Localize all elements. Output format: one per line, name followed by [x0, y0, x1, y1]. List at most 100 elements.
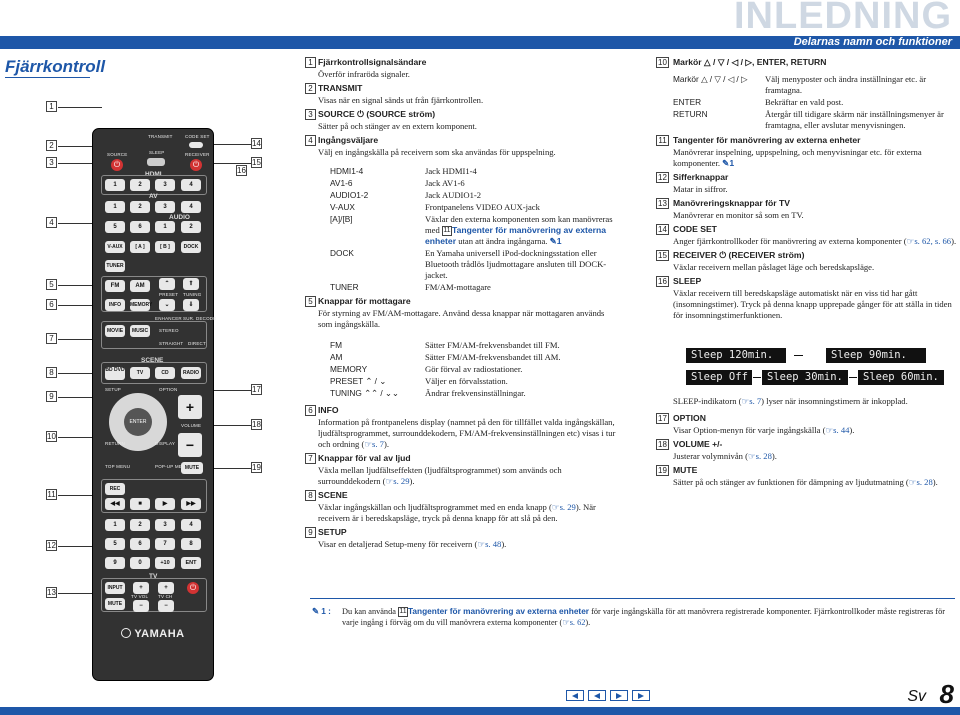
movie-button[interactable]: MOVIE [105, 325, 125, 337]
tuning-up-button[interactable]: ⇑ [183, 278, 199, 290]
scene-tv-button[interactable]: TV [130, 367, 150, 379]
digit-6-button[interactable]: 6 [130, 538, 150, 550]
tv-vol-label: TV VOL [131, 594, 149, 599]
av-6-button[interactable]: 6 [130, 221, 150, 233]
digit-1-button[interactable]: 1 [105, 519, 125, 531]
nav-next-button[interactable] [610, 690, 628, 701]
item-6-title: INFO [318, 405, 339, 416]
transport-button[interactable]: ◀◀ [105, 498, 125, 510]
nav-first-button[interactable] [566, 690, 584, 701]
a-button[interactable]: [ A ] [130, 241, 150, 253]
stop-button[interactable]: ■ [130, 498, 150, 510]
digit-5-button[interactable]: 5 [105, 538, 125, 550]
volume-down-button[interactable]: − [178, 433, 202, 457]
hdmi-4-button[interactable]: 4 [181, 179, 201, 191]
item-11-desc: Manövrerar inspelning, uppspelning, och … [673, 147, 922, 168]
item-15-number: 15 [656, 250, 669, 261]
b-button[interactable]: [ B ] [155, 241, 175, 253]
scene-radio-button[interactable]: RADIO [181, 367, 201, 379]
item-19-ref[interactable]: ☞s. 28 [908, 477, 933, 487]
nav-prev-button[interactable] [588, 690, 606, 701]
fm-button[interactable]: FM [105, 280, 125, 292]
digit-8-button[interactable]: 8 [181, 538, 201, 550]
callout-17: 17 [251, 384, 262, 395]
item-8-desc: Växlar ingångskällan och ljudfältsprogra… [318, 502, 552, 513]
receiver-power-button[interactable]: ⏻ [190, 159, 202, 171]
tv-input-button[interactable]: INPUT [105, 582, 125, 594]
item-16-title: SLEEP [673, 276, 702, 286]
item-6-ref[interactable]: ☞s. 7 [364, 439, 384, 450]
item-7-ref[interactable]: ☞s. 29 [385, 476, 410, 487]
item-9-number: 9 [305, 527, 316, 539]
digit-7-button[interactable]: 7 [155, 538, 175, 550]
av-2-button[interactable]: 2 [130, 201, 150, 213]
tip-page-ref[interactable]: ☞s. 62 [562, 618, 586, 628]
nav-last-button[interactable] [632, 690, 650, 701]
tip-ref-link[interactable]: Tangenter för manövrering av externa enh… [407, 606, 590, 616]
tv-power-button[interactable]: ⏻ [187, 582, 199, 594]
tv-vol-down-button[interactable]: − [133, 600, 149, 612]
input-key: AV1-6 [330, 178, 353, 188]
tuner-value: Gör förval av radiostationer. [425, 364, 523, 375]
receiver-label: RECEIVER [185, 152, 210, 157]
vaux-button[interactable]: V-AUX [105, 241, 125, 253]
source-power-button[interactable]: ⏻ [111, 159, 123, 171]
scene-bd-dvd-button[interactable]: BD DVD [105, 367, 125, 380]
hdmi-2-button[interactable]: 2 [130, 179, 150, 191]
digit-0-button[interactable]: 0 [130, 557, 150, 569]
digit-4-button[interactable]: 4 [181, 519, 201, 531]
item-13-title: Manövreringsknappar för TV [673, 198, 790, 208]
ab-ref-link[interactable]: Tangenter för manövrering av externa enh… [425, 225, 607, 247]
audio-1-button[interactable]: 1 [155, 221, 175, 233]
memory-button[interactable]: MEMORY [130, 299, 152, 311]
item-14-ref[interactable]: ☞s. 62, s. 66 [906, 236, 952, 246]
rec-button[interactable]: REC [105, 483, 125, 495]
digit-2-button[interactable]: 2 [130, 519, 150, 531]
av-5-button[interactable]: 5 [105, 221, 125, 233]
digit-9-button[interactable]: 9 [105, 557, 125, 569]
sleep-ref[interactable]: ☞s. 7 [741, 396, 762, 406]
transmit-label: TRANSMIT [148, 134, 173, 139]
sleep-button[interactable] [147, 158, 165, 166]
item-18-ref[interactable]: ☞s. 28 [747, 451, 772, 461]
tuner-button[interactable]: TUNER [105, 260, 125, 272]
tv-vol-up-button[interactable]: + [133, 582, 149, 594]
item-9-title: SETUP [318, 527, 347, 538]
item-9-ref[interactable]: ☞s. 48 [477, 539, 502, 550]
tv-ch-down-button[interactable]: − [158, 600, 174, 612]
music-button[interactable]: MUSIC [130, 325, 150, 337]
av-3-button[interactable]: 3 [155, 201, 175, 213]
callout-16: 16 [236, 165, 247, 176]
plus10-button[interactable]: +10 [155, 557, 175, 569]
mute-button[interactable]: MUTE [181, 462, 203, 474]
am-button[interactable]: AM [130, 280, 150, 292]
av-4-button[interactable]: 4 [181, 201, 201, 213]
preset-up-button[interactable]: ⌃ [159, 278, 175, 290]
item-18-desc: Justerar volymnivån ( [673, 451, 748, 461]
hdmi-3-button[interactable]: 3 [155, 179, 175, 191]
tv-ch-up-button[interactable]: + [158, 582, 174, 594]
item-15-desc: Växlar receivern mellan påslaget läge oc… [673, 262, 875, 272]
dock-button[interactable]: DOCK [181, 241, 201, 253]
scene-cd-button[interactable]: CD [155, 367, 175, 379]
item-8-ref[interactable]: ☞s. 29 [551, 502, 576, 513]
play-button[interactable]: ▶ [155, 498, 175, 510]
volume-up-button[interactable]: + [178, 395, 202, 419]
top-menu-label: TOP MENU [105, 464, 131, 469]
preset-down-button[interactable]: ⌄ [159, 299, 175, 311]
av-1-button[interactable]: 1 [105, 201, 125, 213]
tuning-down-button[interactable]: ⇓ [183, 299, 199, 311]
info-button[interactable]: INFO [105, 299, 125, 311]
digit-3-button[interactable]: 3 [155, 519, 175, 531]
audio-2-button[interactable]: 2 [181, 221, 201, 233]
hdmi-1-button[interactable]: 1 [105, 179, 125, 191]
code-set-button[interactable] [189, 142, 203, 148]
enter-button[interactable]: ENTER [124, 408, 152, 436]
item-17-ref[interactable]: ☞s. 44 [825, 425, 850, 435]
input-value: Frontpanelens VIDEO AUX-jack [425, 202, 540, 212]
item-18-end: ). [771, 451, 777, 461]
tv-mute-button[interactable]: MUTE [105, 598, 125, 610]
ent-button[interactable]: ENT [181, 557, 201, 569]
ffwd-button[interactable]: ▶▶ [181, 498, 201, 510]
